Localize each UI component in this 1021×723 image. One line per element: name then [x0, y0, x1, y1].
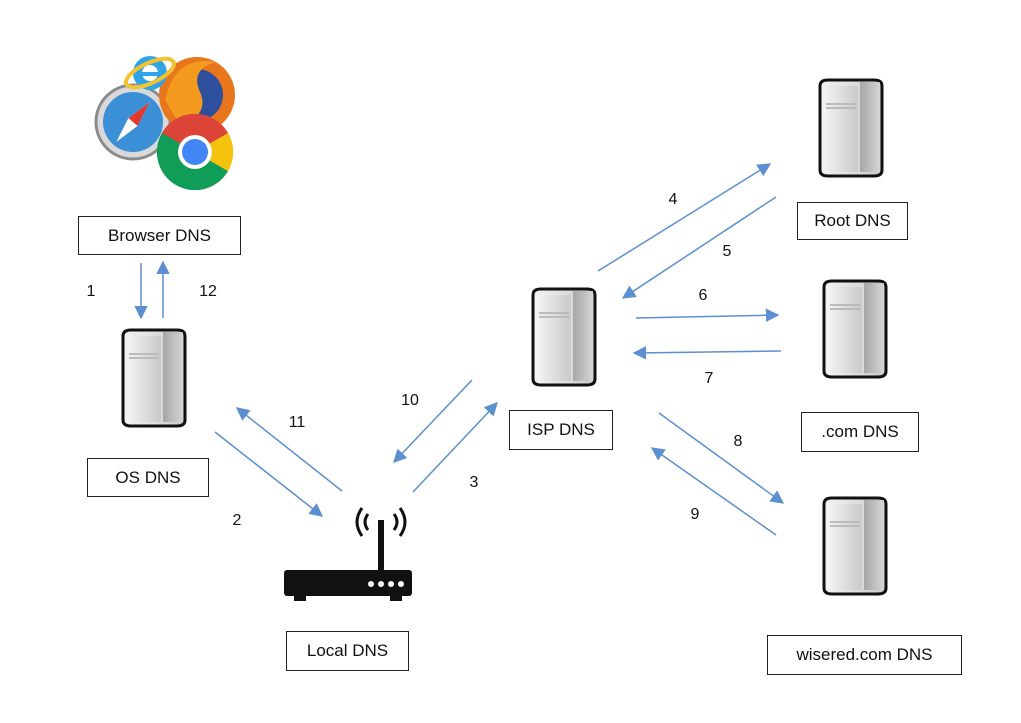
step-label-12: 12 — [199, 283, 217, 300]
arrow-8 — [658, 412, 785, 504]
step-label-4: 4 — [668, 191, 678, 208]
step-label-2: 2 — [232, 512, 242, 529]
safari-icon — [94, 83, 172, 161]
root-dns-label: Root DNS — [797, 202, 908, 240]
firefox-icon — [159, 57, 235, 133]
browser-dns-label: Browser DNS — [78, 216, 241, 255]
wifi-router-icon — [284, 507, 412, 601]
step-label-11: 11 — [288, 414, 306, 431]
flow-arrows — [134, 163, 785, 536]
isp-dns-label: ISP DNS — [509, 410, 613, 450]
wisered-dns-server-icon — [822, 496, 888, 596]
step-label-8: 8 — [733, 433, 743, 450]
os-dns-label: OS DNS — [87, 458, 209, 497]
step-label-5: 5 — [722, 243, 732, 260]
arrow-10 — [393, 379, 473, 463]
root-dns-server-icon — [818, 78, 884, 178]
isp-dns-server-icon — [531, 287, 597, 387]
step-label-1: 1 — [86, 283, 96, 300]
arrow-5 — [621, 196, 777, 299]
os-dns-server-icon — [121, 328, 187, 428]
wisered-dns-label: wisered.com DNS — [767, 635, 962, 675]
arrow-4 — [597, 163, 772, 272]
arrow-9 — [650, 447, 777, 536]
browser-icons — [94, 56, 235, 191]
arrow-3 — [412, 402, 498, 493]
step-label-3: 3 — [469, 474, 479, 491]
step-label-9: 9 — [690, 506, 700, 523]
arrow-7 — [632, 346, 782, 360]
com-dns-server-icon — [822, 279, 888, 379]
com-dns-label: .com DNS — [801, 412, 919, 452]
arrow-11 — [235, 407, 343, 492]
arrow-6 — [635, 308, 780, 323]
local-dns-label: Local DNS — [286, 631, 409, 671]
step-label-7: 7 — [704, 370, 714, 387]
internet-explorer-icon — [124, 56, 176, 90]
arrow-2 — [214, 431, 324, 517]
step-label-10: 10 — [401, 392, 419, 409]
step-label-6: 6 — [698, 287, 708, 304]
chrome-icon — [156, 113, 234, 191]
